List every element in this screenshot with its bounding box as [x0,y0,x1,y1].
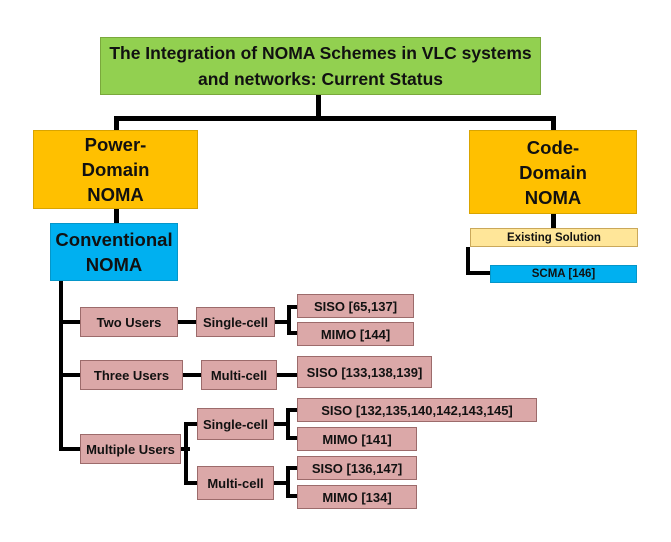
mimo-node: MIMO [141] [297,427,417,451]
siso-label: SISO [65,137] [313,298,398,314]
mimo-label: MIMO [144] [320,326,391,342]
mimo-label: MIMO [141] [322,431,392,447]
power-domain-label: Power-Domain NOMA [81,134,150,205]
siso-node: SISO [133,138,139] [297,356,432,388]
multiple-users-label: Multiple Users [86,441,175,457]
code-domain-label: Code-Domain NOMA [519,136,587,208]
siso-label: SISO [133,138,139] [306,364,423,380]
conventional-noma-label: Conventional NOMA [55,229,173,275]
scma-node: SCMA [146] [490,265,637,283]
mimo-node: MIMO [134] [297,485,417,509]
power-domain-node: Power-Domain NOMA [33,130,198,209]
mimo-node: MIMO [144] [297,322,414,346]
single-cell-label: Single-cell [202,314,269,330]
existing-solution-label: Existing Solution [507,231,601,244]
siso-label: SISO [136,147] [311,460,403,476]
code-domain-node: Code-Domain NOMA [469,130,637,214]
two-users-node: Two Users [80,307,178,337]
siso-node: SISO [132,135,140,142,143,145] [297,398,537,422]
title-text: The Integration of NOMA Schemes in VLC s… [109,43,532,89]
conventional-noma-node: Conventional NOMA [50,223,178,281]
existing-solution-node: Existing Solution [470,228,638,247]
multi-cell-node: Multi-cell [197,466,274,500]
diagram-title: The Integration of NOMA Schemes in VLC s… [100,37,541,95]
siso-node: SISO [136,147] [297,456,417,480]
scma-label: SCMA [146] [531,268,596,280]
siso-label: SISO [132,135,140,142,143,145] [321,402,513,418]
single-cell-node: Single-cell [197,408,274,440]
multi-cell-node: Multi-cell [201,360,277,390]
multi-cell-label: Multi-cell [210,367,268,383]
multi-cell-label: Multi-cell [207,475,264,491]
mimo-label: MIMO [134] [322,489,392,505]
single-cell-node: Single-cell [196,307,275,337]
three-users-label: Three Users [93,367,170,383]
three-users-node: Three Users [80,360,183,390]
single-cell-label: Single-cell [202,416,269,432]
two-users-label: Two Users [96,314,162,330]
multiple-users-node: Multiple Users [80,434,181,464]
siso-node: SISO [65,137] [297,294,414,318]
